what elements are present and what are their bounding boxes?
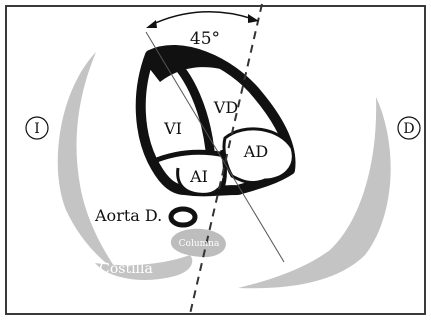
la-label: AI — [189, 167, 208, 186]
angle-label: 45° — [190, 29, 220, 49]
left-side-label: I — [34, 121, 40, 137]
ra-label: AD — [243, 142, 268, 161]
descending-aorta — [171, 209, 195, 225]
rv-label: VD — [213, 98, 238, 117]
spine-label: Columna — [179, 239, 220, 249]
rib-label: Costilla — [99, 261, 153, 277]
right-side-label: D — [403, 121, 414, 137]
lv-label: VI — [163, 119, 182, 138]
aorta-label: Aorta D. — [94, 206, 162, 225]
